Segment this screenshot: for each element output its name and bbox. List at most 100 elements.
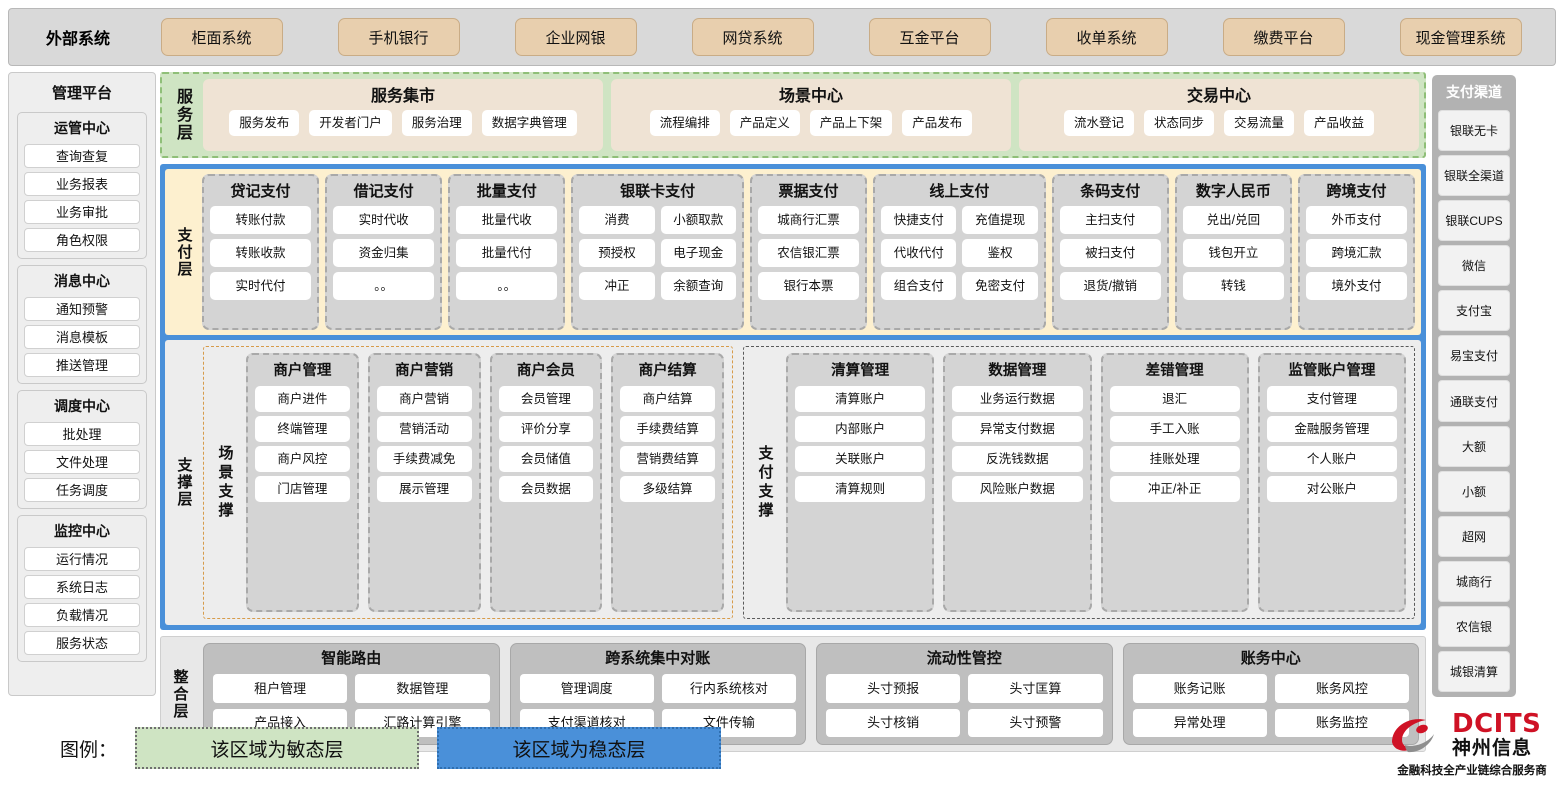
external-system-chip[interactable]: 企业网银 [514,18,637,56]
external-system-chip[interactable]: 柜面系统 [160,18,283,56]
payment-channel-item[interactable]: 城银清算 [1438,650,1510,693]
integration-item[interactable]: 头寸预报 [826,674,961,703]
payment-channel-item[interactable]: 微信 [1438,245,1510,287]
integration-item[interactable]: 头寸预警 [968,708,1103,737]
integration-item[interactable]: 头寸匡算 [968,674,1103,703]
service-item[interactable]: 服务治理 [401,110,472,136]
support-item[interactable]: 退汇 [1109,386,1240,412]
integration-item[interactable]: 数据管理 [355,674,490,703]
service-item[interactable]: 产品收益 [1304,110,1375,136]
management-item[interactable]: 服务状态 [24,631,140,655]
payment-item[interactable]: 实时代收 [333,206,435,234]
external-system-chip[interactable]: 手机银行 [337,18,460,56]
service-item[interactable]: 流程编排 [649,110,720,136]
management-item[interactable]: 任务调度 [24,478,140,502]
payment-item[interactable]: 钱包开立 [1182,239,1284,267]
support-item[interactable]: 金融服务管理 [1266,416,1397,442]
payment-item[interactable]: 冲正 [579,272,655,300]
support-item[interactable]: 商户结算 [620,386,715,412]
payment-channel-item[interactable]: 超网 [1438,515,1510,557]
support-item[interactable]: 挂账处理 [1109,446,1240,472]
support-item[interactable]: 反洗钱数据 [952,446,1083,472]
payment-channel-item[interactable]: 银联无卡 [1438,110,1510,152]
support-item[interactable]: 营销费结算 [620,446,715,472]
payment-channel-item[interactable]: 银联全渠道 [1438,155,1510,197]
service-item[interactable]: 产品发布 [902,110,973,136]
payment-item[interactable]: 。。 [456,272,558,300]
support-item[interactable]: 评价分享 [498,416,594,442]
payment-item[interactable]: 电子现金 [660,239,736,267]
support-item[interactable]: 营销活动 [376,416,472,442]
payment-channel-item[interactable]: 城商行 [1438,560,1510,602]
integration-item[interactable]: 管理调度 [519,674,654,703]
support-item[interactable]: 会员储值 [498,446,594,472]
payment-channel-item[interactable]: 通联支付 [1438,380,1510,422]
support-item[interactable]: 终端管理 [255,416,350,442]
support-item[interactable]: 冲正/补正 [1109,476,1240,502]
payment-item[interactable]: 充值提现 [962,206,1038,234]
payment-item[interactable]: 消费 [579,206,655,234]
service-item[interactable]: 流水登记 [1063,110,1134,136]
payment-channel-item[interactable]: 银联CUPS [1438,200,1510,242]
payment-item[interactable]: 农信银汇票 [757,239,860,267]
payment-item[interactable]: 快捷支付 [881,206,957,234]
support-item[interactable]: 会员数据 [498,476,594,502]
support-item[interactable]: 手工入账 [1109,416,1240,442]
payment-item[interactable]: 城商行汇票 [757,206,860,234]
service-item[interactable]: 状态同步 [1143,110,1214,136]
payment-item[interactable]: 。。 [333,272,435,300]
support-item[interactable]: 门店管理 [255,476,350,502]
payment-channel-item[interactable]: 支付宝 [1438,290,1510,332]
service-item[interactable]: 产品定义 [729,110,800,136]
support-item[interactable]: 多级结算 [620,476,715,502]
support-item[interactable]: 风险账户数据 [952,476,1083,502]
payment-item[interactable]: 免密支付 [962,272,1038,300]
payment-item[interactable]: 资金归集 [333,239,435,267]
payment-item[interactable]: 主扫支付 [1059,206,1161,234]
payment-item[interactable]: 转钱 [1182,272,1284,300]
integration-item[interactable]: 异常处理 [1132,708,1267,737]
payment-item[interactable]: 退货/撤销 [1059,272,1161,300]
payment-item[interactable]: 外币支付 [1305,206,1408,234]
integration-item[interactable]: 行内系统核对 [661,674,796,703]
support-item[interactable]: 关联账户 [795,446,926,472]
management-item[interactable]: 业务审批 [24,200,140,224]
payment-item[interactable]: 银行本票 [757,272,860,300]
payment-channel-item[interactable]: 大额 [1438,425,1510,467]
support-item[interactable]: 内部账户 [795,416,926,442]
service-item[interactable]: 数据字典管理 [481,110,577,136]
payment-channel-item[interactable]: 农信银 [1438,605,1510,647]
external-system-chip[interactable]: 互金平台 [868,18,991,56]
service-item[interactable]: 交易流量 [1224,110,1295,136]
payment-item[interactable]: 被扫支付 [1059,239,1161,267]
external-system-chip[interactable]: 缴费平台 [1222,18,1345,56]
support-item[interactable]: 手续费减免 [376,446,472,472]
support-item[interactable]: 清算规则 [795,476,926,502]
support-item[interactable]: 商户营销 [376,386,472,412]
payment-item[interactable]: 转账付款 [210,206,312,234]
payment-channel-item[interactable]: 易宝支付 [1438,335,1510,377]
payment-item[interactable]: 鉴权 [962,239,1038,267]
management-item[interactable]: 推送管理 [24,353,140,377]
support-item[interactable]: 会员管理 [498,386,594,412]
support-item[interactable]: 展示管理 [376,476,472,502]
payment-item[interactable]: 批量代付 [456,239,558,267]
payment-item[interactable]: 小额取款 [660,206,736,234]
payment-channel-item[interactable]: 小额 [1438,470,1510,512]
service-item[interactable]: 服务发布 [229,110,300,136]
management-item[interactable]: 消息模板 [24,325,140,349]
payment-item[interactable]: 跨境汇款 [1305,239,1408,267]
management-item[interactable]: 批处理 [24,422,140,446]
support-item[interactable]: 商户风控 [255,446,350,472]
support-item[interactable]: 手续费结算 [620,416,715,442]
management-item[interactable]: 系统日志 [24,575,140,599]
external-system-chip[interactable]: 网贷系统 [691,18,814,56]
payment-item[interactable]: 实时代付 [210,272,312,300]
payment-item[interactable]: 转账收款 [210,239,312,267]
management-item[interactable]: 角色权限 [24,228,140,252]
payment-item[interactable]: 代收代付 [881,239,957,267]
support-item[interactable]: 异常支付数据 [952,416,1083,442]
support-item[interactable]: 个人账户 [1266,446,1397,472]
service-item[interactable]: 产品上下架 [809,110,893,136]
management-item[interactable]: 文件处理 [24,450,140,474]
